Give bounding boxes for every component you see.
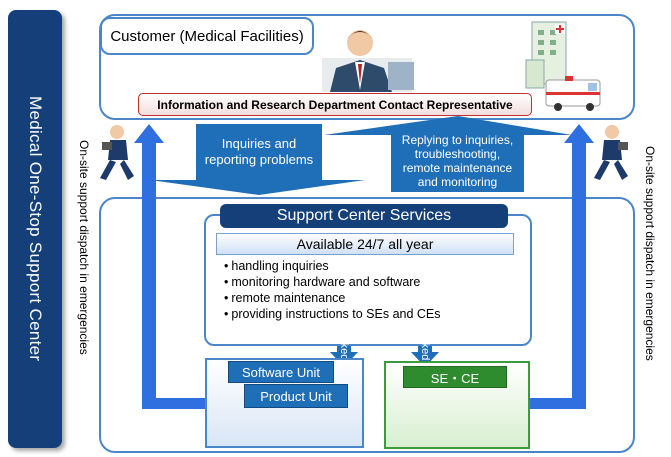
service-item: handling inquiries [224,258,441,274]
reply-label: Replying to inquiries, troubleshooting, … [391,133,524,191]
linked-label-left: Linked [338,327,350,361]
contact-representative-bar: Information and Research Department Cont… [138,93,532,116]
inquiries-label: Inquiries and reporting problems [196,124,322,180]
hospital-icon [525,21,567,89]
one-stop-banner [8,10,62,448]
reply-line: and monitoring [417,175,498,189]
businessman-icon [322,30,414,92]
service-item: providing instructions to SEs and CEs [224,306,440,322]
banner-title: Medical One-Stop Support Center [26,96,45,362]
product-unit-label: Product Unit [244,384,348,408]
ambulance-icon [545,76,601,111]
running-engineer-right-icon [594,125,628,180]
services-title: Support Center Services [220,204,508,228]
left-dispatch-label: On-site support dispatch in emergencies [77,139,91,355]
linked-label-right: Linked [419,327,431,361]
right-dispatch-label: On-site support dispatch in emergencies [643,145,657,361]
running-engineer-left-icon [100,125,134,180]
sece-label: SE・CE [403,366,507,388]
reply-line: Replying to inquiries, [401,133,514,147]
reply-line: troubleshooting, [414,147,501,161]
right-dispatch-arrow [526,124,594,409]
customer-label: Customer (Medical Facilities) [100,17,314,55]
availability-banner: Available 24/7 all year [216,233,514,255]
services-list: handling inquiries monitoring hardware a… [224,258,441,322]
reply-line: remote maintenance [402,161,513,175]
service-item: remote maintenance [224,290,441,306]
left-dispatch-arrow [134,124,210,409]
software-unit-label: Software Unit [228,361,334,383]
service-item: monitoring hardware and software [224,274,441,290]
